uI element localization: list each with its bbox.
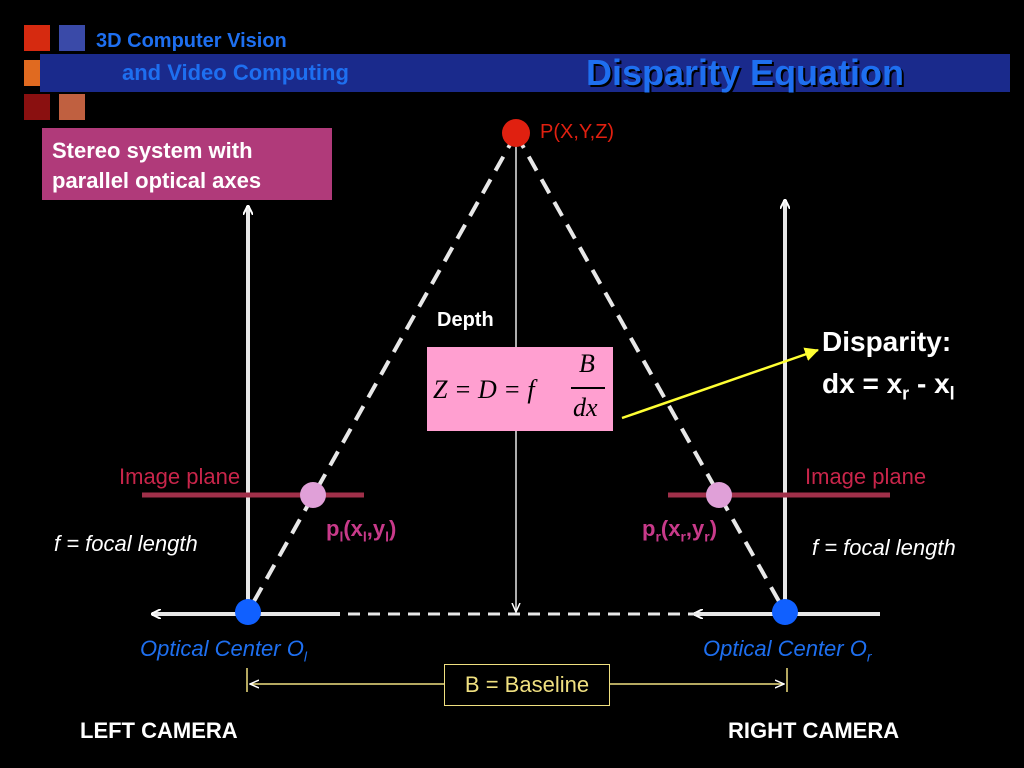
right-image-plane-label: Image plane — [805, 464, 927, 489]
course-title-line1: 3D Computer Vision — [96, 30, 287, 52]
right-image-point — [706, 482, 732, 508]
right-optical-center-label: Optical Center Or — [703, 636, 872, 665]
stereo-note-line2: parallel optical axes — [52, 168, 262, 193]
header-bar — [40, 54, 1010, 92]
equation-lhs: Z = D = f — [433, 375, 535, 404]
left-image-point-label: pl(xl,yl) — [326, 516, 397, 545]
left-focal-length-label: f = focal length — [54, 531, 198, 556]
logo-square — [24, 25, 50, 51]
logo-square — [59, 94, 85, 120]
equation-numerator: B — [579, 349, 595, 378]
slide-title: Disparity Equation — [586, 52, 905, 93]
depth-label: Depth — [437, 309, 494, 331]
right-camera-label: RIGHT CAMERA — [728, 718, 900, 743]
left-ray — [246, 133, 518, 613]
right-ray — [514, 133, 787, 613]
left-camera-label: LEFT CAMERA — [80, 718, 238, 743]
disparity-formula: dx = xr - xl — [822, 368, 955, 404]
disparity-equation: Z = D = f B dx — [427, 347, 613, 431]
right-focal-length-label: f = focal length — [812, 535, 956, 560]
left-image-point — [300, 482, 326, 508]
point-p-label: P(X,Y,Z) — [540, 121, 615, 143]
equation-denominator: dx — [573, 393, 598, 422]
stereo-note-box: Stereo system with parallel optical axes — [42, 128, 332, 200]
right-image-point-label: pr(xr,yr) — [642, 516, 718, 545]
logo-square — [24, 94, 50, 120]
right-optical-center — [772, 599, 798, 625]
left-optical-center-label: Optical Center Ol — [140, 636, 307, 665]
logo-square — [59, 25, 85, 51]
course-title-line2: and Video Computing — [122, 60, 349, 85]
baseline-label: B = Baseline — [444, 664, 610, 706]
left-image-plane-label: Image plane — [119, 464, 241, 489]
disparity-title: Disparity: — [822, 326, 952, 357]
stereo-note-line1: Stereo system with — [52, 138, 253, 163]
left-optical-center — [235, 599, 261, 625]
disparity-arrow — [621, 347, 819, 420]
point-p — [502, 119, 530, 147]
fraction-bar — [571, 387, 605, 389]
